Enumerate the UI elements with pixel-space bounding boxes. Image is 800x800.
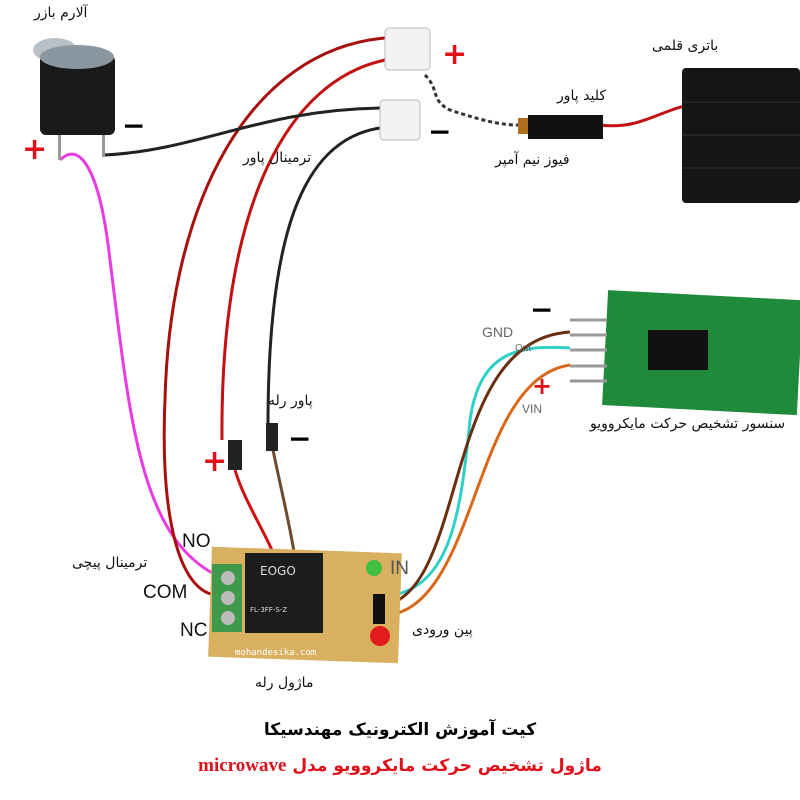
battery-holder (682, 68, 800, 203)
pink-wire (58, 152, 221, 579)
relay-module-label: ماژول رله (255, 675, 314, 691)
relay-module-board (208, 546, 402, 664)
input-pins-label: پین ورودی (412, 622, 473, 638)
power-switch-label: کلید پاور (557, 88, 607, 104)
terminal-minus-sign: − (428, 115, 452, 148)
brown-wire (382, 330, 571, 608)
red-wire-no (162, 36, 386, 597)
relay-minus-connector (266, 423, 278, 451)
gnd-minus-sign: − (530, 293, 554, 326)
red-wire-relay-plus (220, 58, 386, 441)
relay-model: FL-3FF-S-Z (250, 606, 287, 614)
power-switch (528, 115, 603, 139)
relay-plus-sign: + (202, 444, 228, 479)
in-label: IN (390, 558, 409, 579)
fuse-label: فیوز نیم آمپر (495, 152, 570, 168)
relay-minus-sign: − (288, 422, 312, 455)
relay-power-label: پاور رله (268, 393, 313, 409)
com-label: COM (143, 582, 188, 603)
vin-label: VIN (522, 402, 543, 416)
relay-brand: EOGO (260, 564, 296, 578)
power-terminal-minus (379, 99, 421, 141)
page-title: کیت آموزش الکترونیک مهندسیکا (263, 720, 537, 740)
battery-wire (599, 103, 691, 128)
twisted-wire (423, 73, 519, 127)
fuse (518, 118, 528, 134)
buzzer-label: آلارم بازر (34, 5, 88, 21)
nc-label: NC (180, 620, 208, 641)
black-wire-buzzer (104, 106, 381, 157)
board-url: mohandesika.com (235, 648, 316, 658)
microwave-sensor-board (570, 290, 800, 416)
orange-wire (382, 363, 571, 618)
subtitle-en: microwave (198, 755, 287, 776)
buzzer-plus-sign: + (22, 132, 48, 167)
page-subtitle: ماژول تشخیص حرکت مایکروویو مدل microwave (0, 755, 800, 777)
gnd-label: GND (482, 324, 514, 340)
no-label: NO (182, 531, 211, 552)
battery-label: باتری قلمی (652, 38, 719, 54)
subtitle-fa: ماژول تشخیص حرکت مایکروویو مدل (292, 756, 602, 776)
power-terminal-label: ترمینال پاور (243, 150, 312, 166)
sensor-label: سنسور تشخیص حرکت مایکروویو (590, 416, 786, 432)
screw-terminal-label: ترمینال پیچی (72, 555, 148, 571)
buzzer (33, 38, 115, 160)
vin-plus-sign: + (532, 372, 553, 400)
relay-plus-connector (228, 440, 242, 470)
out-label: Out (515, 343, 532, 354)
buzzer-minus-sign: − (122, 109, 146, 142)
power-terminal-plus (384, 27, 431, 71)
black-wire-relay-minus (266, 126, 381, 426)
terminal-plus-sign: + (442, 37, 468, 72)
